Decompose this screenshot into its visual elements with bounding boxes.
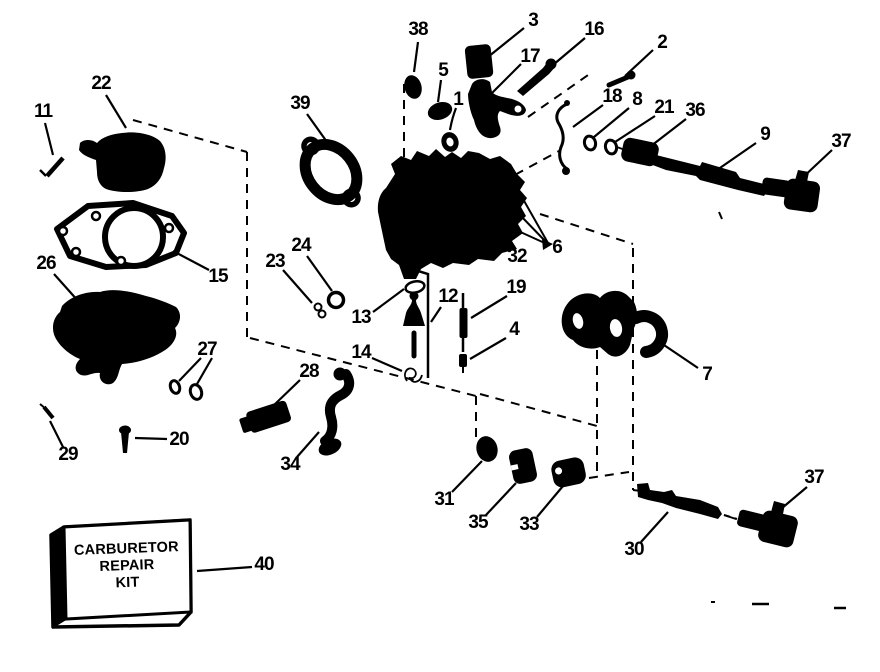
bracket-part-12 [401, 264, 430, 378]
part-callout-14: 14 [351, 342, 371, 363]
part-callout-39: 39 [290, 93, 310, 114]
part-callout-31: 31 [434, 489, 454, 510]
part-callout-27: 27 [197, 339, 217, 360]
part-callout-11: 11 [33, 101, 53, 122]
ring-part-24 [326, 290, 346, 310]
cable-part-9 [650, 154, 768, 196]
part-callout-35: 35 [468, 512, 488, 533]
part-callout-5: 5 [438, 60, 449, 81]
part-callout-37: 37 [804, 467, 824, 488]
screw-part-20 [119, 425, 131, 453]
connector-part-37-lower [737, 501, 798, 548]
part-callout-34: 34 [280, 454, 300, 475]
clamp-part-7 [561, 290, 668, 358]
plug-part-28 [239, 400, 291, 433]
pin-part-29 [39, 403, 55, 420]
part-callout-24: 24 [291, 235, 311, 256]
part-callout-6: 6 [552, 237, 563, 258]
link-line [723, 514, 737, 520]
part-callout-28: 28 [299, 361, 319, 382]
knob-part-31 [476, 436, 498, 462]
disc-part-5 [427, 102, 453, 120]
repair-kit-label: CARBURETOR REPAIR KIT [65, 539, 189, 594]
part-callout-7: 7 [702, 364, 713, 385]
part-callout-8: 8 [632, 89, 643, 110]
part-callout-19: 19 [506, 277, 526, 298]
cover-part-22 [79, 132, 166, 192]
bowl-part-26 [52, 290, 181, 385]
seal-part-38 [404, 75, 422, 99]
part-callout-1: 1 [453, 89, 464, 110]
stray-marks [711, 601, 846, 610]
float-valve [403, 291, 425, 359]
oring-part-8 [582, 134, 598, 152]
part-callout-3: 3 [528, 10, 539, 31]
gasket-part-39 [299, 136, 363, 208]
cap-part-3 [464, 44, 494, 79]
connector-part-36 [621, 137, 659, 167]
rings-part-27 [168, 379, 204, 401]
needle-part-19 [459, 293, 468, 352]
part-callout-37: 37 [831, 131, 851, 152]
part-callout-17: 17 [520, 46, 540, 67]
part-callout-26: 26 [36, 253, 56, 274]
part-callout-18: 18 [602, 86, 622, 107]
clip-part-14 [404, 367, 423, 383]
leader-lines [43, 27, 833, 573]
part-callout-9: 9 [760, 124, 771, 145]
pin-part-2 [606, 70, 636, 88]
part-callout-23: 23 [265, 251, 285, 272]
part-callout-4: 4 [509, 319, 520, 340]
part-callout-13: 13 [351, 307, 371, 328]
part-callout-32: 32 [507, 246, 527, 267]
oring-part-21 [603, 138, 619, 156]
nut-part-33 [551, 457, 586, 488]
part-callout-16: 16 [584, 19, 604, 40]
needle-part-16 [517, 58, 557, 96]
part-callout-33: 33 [519, 514, 539, 535]
part-callout-30: 30 [624, 539, 644, 560]
plug-part-35 [509, 448, 537, 484]
part-callout-20: 20 [169, 429, 189, 450]
part-callout-36: 36 [685, 100, 705, 121]
callout-6-pointer [515, 198, 553, 250]
pin-part-11 [39, 156, 65, 178]
pump-body-part-17 [468, 79, 526, 139]
hose-part-34 [318, 367, 355, 456]
pin-part-4 [459, 354, 467, 373]
part-callout-38: 38 [408, 19, 428, 40]
part-callout-40: 40 [254, 554, 274, 575]
carburetor-body [377, 149, 527, 279]
connector-part-37-upper [761, 170, 821, 213]
repair-kit-box [49, 518, 193, 629]
stray-tick [718, 211, 723, 220]
part-callout-12: 12 [438, 286, 458, 307]
part-callout-22: 22 [91, 73, 111, 94]
gasket-part-15 [54, 200, 187, 270]
part-callout-21: 21 [654, 97, 674, 118]
ring-part-1 [441, 132, 459, 152]
construction-lines [132, 72, 738, 520]
cable-part-30 [637, 483, 722, 519]
spring-part-23 [313, 302, 327, 319]
part-callout-15: 15 [208, 266, 228, 287]
part-callout-29: 29 [58, 444, 78, 465]
link-wire-part-18 [555, 100, 570, 175]
part-callout-2: 2 [657, 32, 668, 53]
